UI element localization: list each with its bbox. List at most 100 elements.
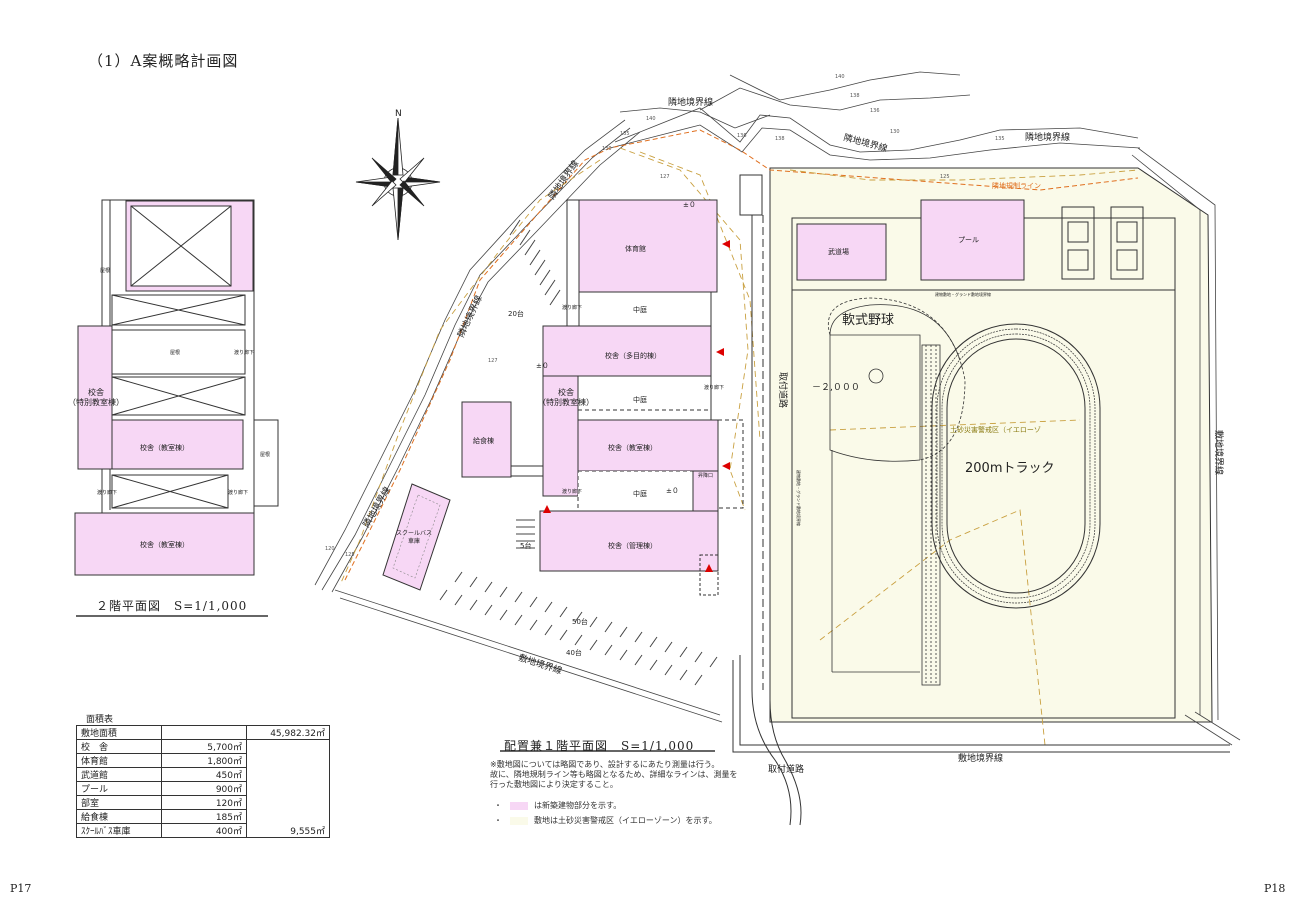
level-zero-2: ±０ — [536, 362, 549, 370]
area-table-cell-name: プール — [76, 781, 162, 796]
floor2-classroom-wing-1 — [111, 419, 244, 470]
svg-text:125: 125 — [345, 552, 355, 558]
floor2-plan — [74, 199, 279, 617]
area-table-cell-name: 校 舎 — [76, 739, 162, 754]
svg-text:130: 130 — [602, 146, 612, 152]
budo-label: 武道場 — [828, 247, 849, 256]
f2-roof-label-2: 屋根 — [170, 349, 180, 356]
floor2-classroom-wing-2 — [74, 512, 255, 576]
neighbor-boundary-top: 隣地境界線 — [668, 96, 713, 108]
site-caption: 配置兼１階平面図 S=1/1,000 — [504, 739, 695, 753]
legend-pink: ・ は新築建物部分を示す。 — [494, 801, 622, 810]
level-zero-1: ±０ — [683, 201, 696, 209]
bus-garage — [382, 483, 451, 591]
area-table-cell-total — [246, 809, 330, 824]
svg-text:136: 136 — [870, 108, 880, 114]
parking-40: 40台 — [566, 648, 582, 657]
area-table-cell-total — [246, 753, 330, 768]
page-number-right: P18 — [1264, 882, 1286, 895]
f2-classroom-label-2: 校舎（教室棟） — [140, 540, 189, 549]
gym-label: 体育館 — [625, 244, 646, 253]
area-table-cell-name: 給食棟 — [76, 809, 162, 824]
area-table-cell-name: 部室 — [76, 795, 162, 810]
site-corridor-label-1: 渡り廊下 — [562, 304, 582, 311]
track-label: 200mトラック — [965, 461, 1054, 476]
area-table-row: 敷地面積 45,982.32㎡ — [76, 725, 330, 740]
f2-classroom-label-1: 校舎（教室棟） — [140, 443, 189, 452]
yellow-zone — [769, 167, 1213, 723]
area-table-cell-value: 450㎡ — [161, 767, 247, 782]
compass-icon — [355, 117, 441, 241]
special-wing — [542, 375, 579, 497]
level-zero-3: ±０ — [666, 487, 679, 495]
admin-wing — [539, 510, 719, 572]
budo-hall — [796, 223, 887, 281]
courtyard-label-3: 中庭 — [633, 489, 647, 498]
note-text: ※敷地図については略図であり、設計するにあたり測量は行う。 故に、隣地規制ライン… — [490, 760, 738, 789]
admin-label: 校舎（管理棟） — [608, 541, 657, 550]
page-title: （1）A案概略計画図 — [88, 52, 239, 70]
f2-corridor-label-3: 渡り廊下 — [228, 489, 248, 496]
area-table-cell-name: 体育館 — [76, 753, 162, 768]
f2-special-label: 校舎 （特別教室棟） — [68, 388, 124, 407]
area-table-cell-total — [246, 767, 330, 782]
area-table-cell-value: 5,700㎡ — [161, 739, 247, 754]
level-minus: －２,０００ — [812, 383, 860, 393]
f2-corridor-label-1: 渡り廊下 — [234, 349, 254, 356]
svg-text:127: 127 — [488, 358, 498, 364]
svg-text:138: 138 — [775, 136, 785, 142]
f2-corridor-label-2: 渡り廊下 — [97, 489, 117, 496]
courtyard-label-2: 中庭 — [633, 395, 647, 404]
area-table-cell-name: ｽｸｰﾙﾊﾞｽ車庫 — [76, 823, 162, 838]
running-track — [931, 323, 1101, 609]
svg-text:135: 135 — [620, 131, 630, 137]
access-road-vertical: 取付道路 — [777, 372, 789, 408]
svg-text:130: 130 — [890, 129, 900, 135]
area-table-cell-value: 120㎡ — [161, 795, 247, 810]
special-label: 校舎 （特別教室棟） — [538, 388, 594, 407]
floor2-caption: ２階平面図 S=1/1,000 — [96, 599, 248, 613]
area-table-cell-total — [246, 781, 330, 796]
site-corridor-label-2: 渡り廊下 — [704, 384, 724, 391]
hazard-zone-label: 土砂災害警戒区（イエローゾ — [950, 425, 1041, 434]
page-number-left: P17 — [10, 882, 32, 895]
neighbor-boundary-right: 隣地境界線 — [1025, 131, 1070, 143]
area-table-cell-total: 9,555㎡ — [246, 823, 330, 838]
parking-50: 50台 — [572, 617, 588, 626]
area-table-title: 面積表 — [86, 715, 114, 725]
ground-boundary-label: 建物敷地・グランド敷地境界線 — [935, 291, 991, 297]
ground-boundary-vertical: 建物敷地・グランド敷地境界線 — [796, 470, 802, 526]
site-corridor-label-3: 渡り廊下 — [562, 488, 582, 495]
pool — [920, 199, 1025, 281]
bus-garage-label: スクールバス 車庫 — [396, 530, 433, 545]
area-table-cell-name: 敷地面積 — [76, 725, 162, 740]
lunch-label: 給食棟 — [473, 436, 494, 445]
svg-text:138: 138 — [850, 93, 860, 99]
svg-text:136: 136 — [737, 133, 747, 139]
lunch-building — [461, 401, 512, 478]
area-table-cell-name: 武道館 — [76, 767, 162, 782]
courtyard-label-1: 中庭 — [633, 305, 647, 314]
svg-text:125: 125 — [940, 174, 950, 180]
area-table-cell-value: 400㎡ — [161, 823, 247, 838]
area-table-cell-value: 900㎡ — [161, 781, 247, 796]
legend-yellow: ・ 敷地は土砂災害警戒区（イエローゾーン）を示す。 — [494, 816, 717, 825]
regulation-line-label: 隣地規制ライン — [992, 181, 1041, 190]
area-table-cell-total: 45,982.32㎡ — [246, 725, 330, 740]
area-table-cell-value: 1,800㎡ — [161, 753, 247, 768]
baseball-label: 軟式野球 — [842, 312, 894, 328]
neighbor-boundary-left-top: 隣地境界線 — [546, 158, 582, 202]
site-plan: 130 135 140 136 138 136 130 125 135 127 … — [314, 71, 1241, 826]
neighbor-boundary-mid: 隣地境界線 — [842, 131, 889, 154]
f2-roof-label-1: 屋根 — [100, 267, 110, 274]
area-table-cell-value — [161, 725, 247, 740]
svg-text:140: 140 — [835, 74, 845, 80]
multi-label: 校舎（多目的棟） — [605, 351, 661, 360]
